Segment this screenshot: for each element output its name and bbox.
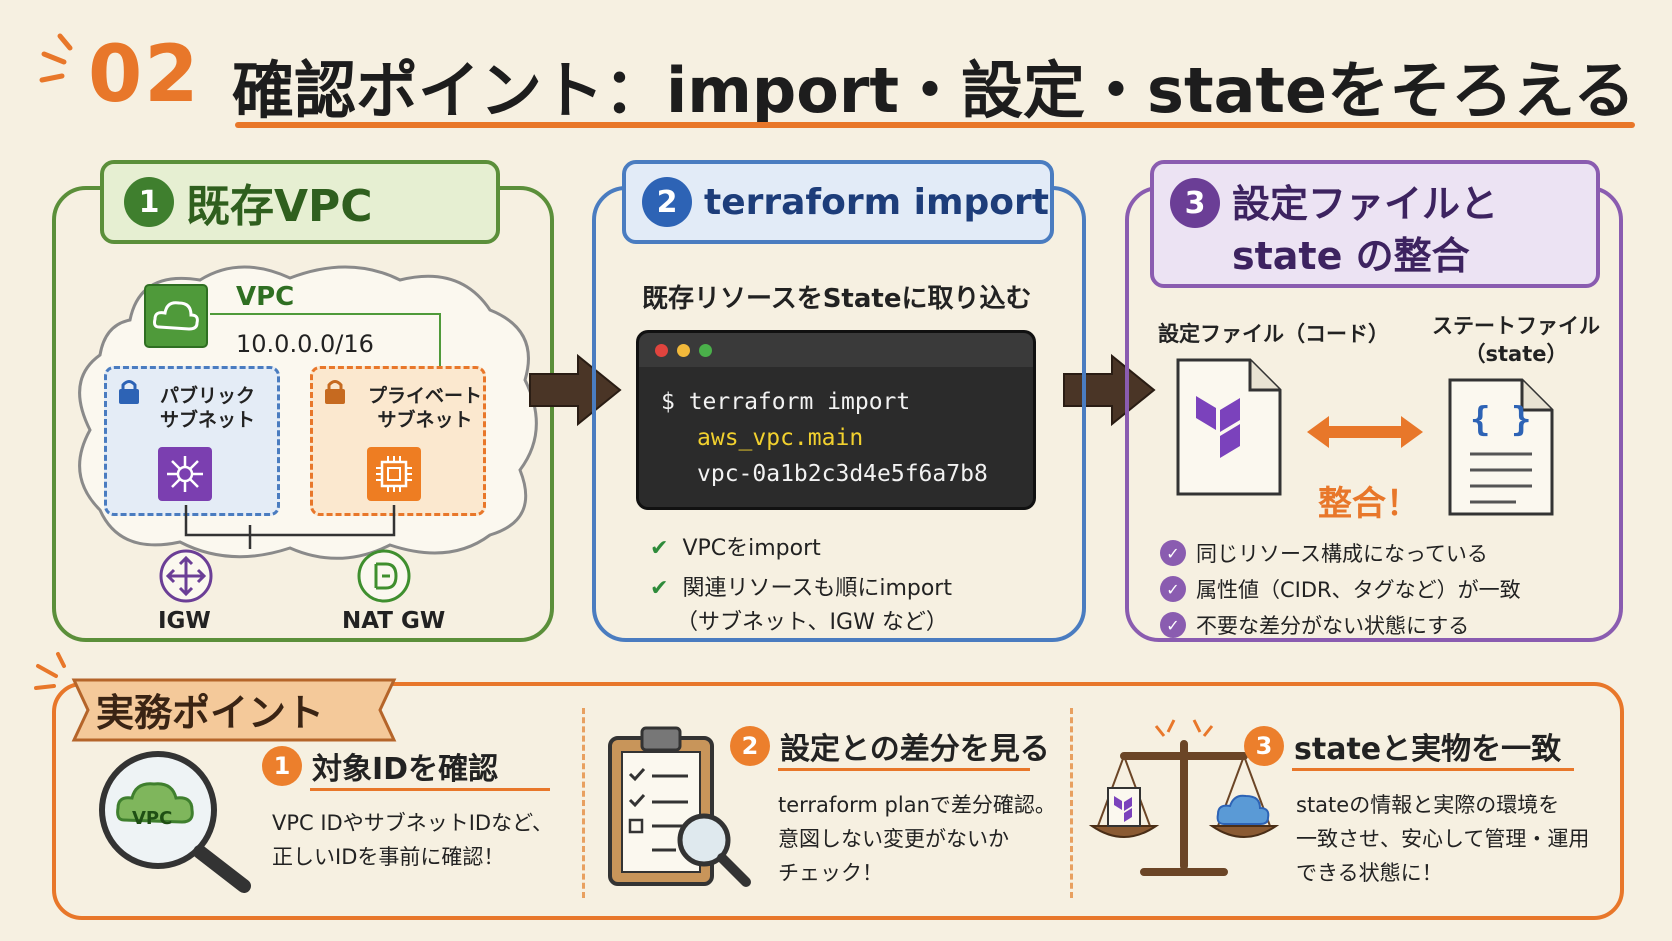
panel1-title: 1 既存VPC [100, 160, 500, 244]
panel2-subtitle: 既存リソースをStateに取り込む [642, 284, 1032, 314]
practical-heading: 実務ポイント [96, 691, 325, 735]
check-icon: ✔ [650, 536, 669, 561]
step-number-1: 1 [124, 177, 174, 227]
subnet-connector-lines [184, 505, 396, 549]
practical-item2-text: terraform planで差分確認。意図しない変更がないかチェック！ [778, 793, 1056, 885]
balance-scale-icon [1088, 719, 1280, 876]
terminal-title-bar [639, 333, 1033, 367]
panel2-check-1: ✔ VPCをimport [650, 536, 821, 561]
panel1-title-text: 既存VPC [186, 181, 373, 232]
practical-item1-title: 1 対象IDを確認 [262, 744, 498, 788]
panel3-title-line1: 設定ファイルと [1232, 182, 1499, 226]
config-file-label: 設定ファイル（コード） [1158, 322, 1389, 346]
step-number-3: 3 [1170, 178, 1220, 228]
nat-gw-label: NAT GW [342, 608, 446, 634]
check-circle-icon: ✓ [1160, 612, 1186, 638]
public-subnet-label: パブリックサブネット [160, 385, 256, 431]
match-label: 整合！ [1318, 484, 1420, 524]
arrow-right-icon [529, 353, 622, 427]
network-hub-icon [158, 447, 212, 501]
vpc-cidr: 10.0.0.0/16 [236, 330, 374, 358]
panel3-check-1: ✓同じリソース構成になっている [1160, 538, 1488, 568]
vpc-cloud-icon [144, 284, 208, 348]
lock-icon [119, 380, 139, 404]
igw-label: IGW [158, 608, 211, 634]
panel3-check-2: ✓属性値（CIDR、タグなど）が一致 [1160, 574, 1521, 604]
terminal-window: $ terraform import aws_vpc.main vpc-0a1b… [636, 330, 1036, 510]
state-braces-glyph: { } [1470, 400, 1532, 440]
title-underline [778, 768, 1030, 771]
panel2-title: 2 terraform import [622, 160, 1054, 244]
state-file-icon [1448, 378, 1554, 516]
panel3-check-3: ✓不要な差分がない状態にする [1160, 610, 1469, 640]
igw-router-icon [159, 549, 213, 603]
page-title: 確認ポイント：import・設定・stateをそろえる [232, 54, 1636, 127]
ec2-chip-icon [367, 447, 421, 501]
practical-item3-text: stateの情報と実際の環境を一致させ、安心して管理・運用できる状態に！ [1296, 793, 1590, 885]
practical-item2-title: 2 設定との差分を見る [730, 724, 1050, 768]
nat-gateway-icon [357, 549, 411, 603]
practical-item3-title: 3 stateと実物を一致 [1244, 724, 1561, 768]
clipboard-magnifier-icon [608, 726, 751, 887]
terraform-file-icon [1176, 358, 1282, 496]
lock-icon [325, 380, 345, 404]
panel2-check-2-note: （サブネット、IGW など） [676, 610, 948, 635]
state-file-label: ステートファイル（state） [1432, 314, 1600, 366]
panel3-title-line2: state の整合 [1232, 234, 1470, 278]
divider [582, 708, 585, 898]
maximize-dot-icon [699, 344, 712, 357]
sparkle-icon [39, 33, 73, 83]
practical-item1-text: VPC IDやサブネットIDなど、正しいIDを事前に確認！ [272, 811, 554, 869]
terminal-cmd-line2: aws_vpc.main [697, 425, 864, 451]
terminal-cmd-line1: $ terraform import [661, 389, 911, 415]
vpc-badge: VPC [132, 808, 173, 829]
minimize-dot-icon [677, 344, 690, 357]
divider [1070, 708, 1073, 898]
step-number-2: 2 [642, 177, 692, 227]
title-underline [235, 122, 1635, 128]
vpc-label: VPC [236, 282, 295, 312]
panel2-title-text: terraform import [704, 181, 1049, 223]
check-circle-icon: ✓ [1160, 540, 1186, 566]
practical-points-panel [52, 682, 1624, 920]
arrow-right-icon [1063, 353, 1156, 427]
title-number: 02 [88, 30, 201, 120]
magnifier-vpc-icon [99, 751, 251, 893]
close-dot-icon [655, 344, 668, 357]
sparkle-icon [34, 652, 66, 690]
check-icon: ✔ [650, 576, 669, 601]
title-underline [1292, 768, 1574, 771]
panel2-check-2: ✔ 関連リソースも順にimport [650, 576, 952, 601]
panel3-title: 3 設定ファイルと state の整合 [1150, 160, 1600, 288]
private-subnet-label: プライベートサブネット [368, 385, 483, 431]
terminal-cmd-line3: vpc-0a1b2c3d4e5f6a7b8 [697, 461, 988, 487]
double-arrow-icon [1307, 416, 1423, 448]
check-circle-icon: ✓ [1160, 576, 1186, 602]
vpc-connector-line [210, 313, 441, 368]
title-underline [310, 788, 550, 791]
ribbon-banner [71, 678, 397, 742]
